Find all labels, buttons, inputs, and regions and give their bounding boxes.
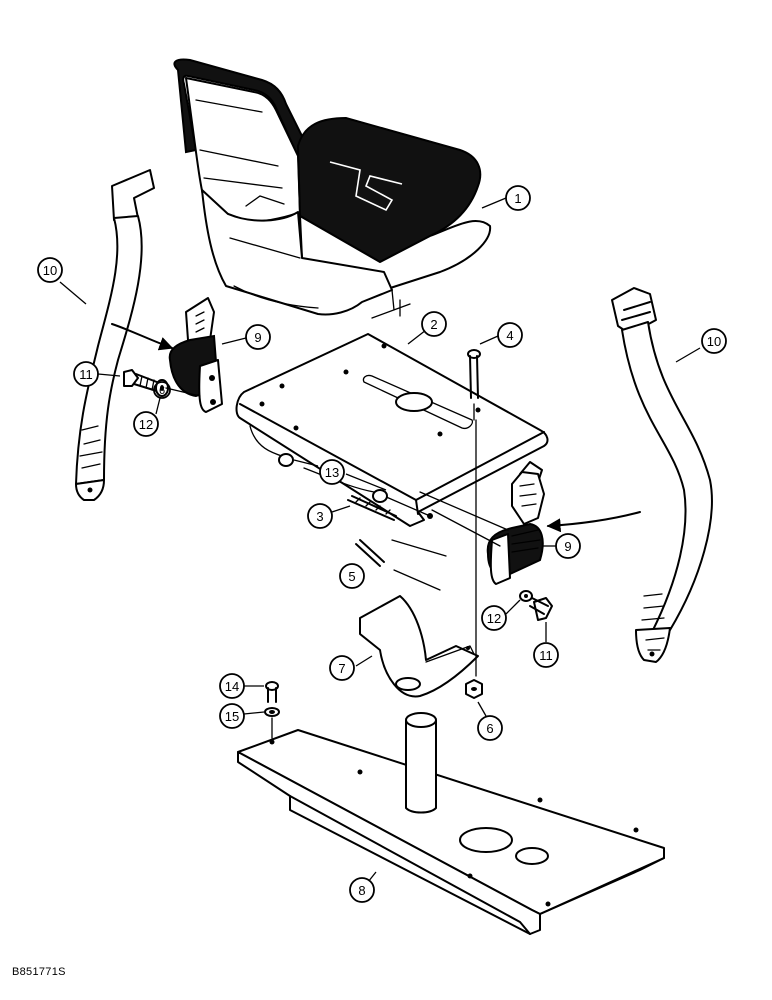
support-bracket-7	[359, 595, 479, 698]
direction-arrow-right	[546, 511, 641, 533]
seat-mounting-plate	[235, 333, 549, 527]
seat	[173, 58, 492, 319]
bolt-14	[265, 681, 279, 703]
svg-text:10: 10	[707, 334, 721, 349]
seat-belt-strap-left	[75, 169, 155, 501]
callout-1: 1	[481, 185, 531, 211]
direction-arrow-left	[111, 323, 174, 351]
callout-14: 14	[219, 673, 264, 699]
figure-code: B851771S	[12, 966, 66, 978]
svg-text:12: 12	[139, 417, 153, 432]
svg-text:2: 2	[430, 317, 437, 332]
svg-text:9: 9	[564, 539, 571, 554]
nut-6-lower	[465, 679, 483, 699]
callout-13: 13	[293, 459, 387, 491]
svg-text:11: 11	[79, 367, 93, 382]
bolt-11-left	[123, 369, 163, 393]
callout-9-left: 9	[221, 324, 271, 350]
callout-4: 4	[479, 322, 523, 348]
svg-text:7: 7	[338, 661, 345, 676]
svg-text:12: 12	[487, 611, 501, 626]
svg-text:11: 11	[539, 648, 553, 663]
callout-6-bottom: 6	[477, 701, 503, 741]
latch-9-right	[486, 471, 545, 585]
callout-11-left: 11	[73, 361, 121, 387]
callout-10-left: 10	[37, 257, 87, 305]
callout-12-left: 12	[133, 397, 161, 437]
callout-9-right: 9	[542, 533, 581, 559]
callout-8: 8	[349, 871, 377, 903]
callout-5: 5	[339, 563, 365, 589]
cable-13	[249, 425, 431, 517]
seat-belt-strap-right	[611, 287, 713, 663]
assembly-line-latch	[391, 491, 509, 557]
washer-12-right	[519, 590, 533, 602]
svg-text:15: 15	[225, 709, 239, 724]
callout-15: 15	[219, 703, 265, 729]
svg-text:6: 6	[486, 721, 493, 736]
callout-6-top: 6	[153, 381, 171, 399]
base-frame-8	[237, 712, 665, 935]
svg-text:14: 14	[225, 679, 239, 694]
svg-text:10: 10	[43, 263, 57, 278]
svg-text:1: 1	[514, 191, 521, 206]
svg-text:8: 8	[358, 883, 365, 898]
callout-7: 7	[329, 655, 373, 681]
callout-2: 2	[407, 311, 447, 345]
svg-text:9: 9	[254, 330, 261, 345]
callout-12-right: 12	[481, 599, 521, 631]
bolt-11-right	[529, 597, 553, 621]
callout-11-right: 11	[533, 622, 559, 668]
pin-5	[355, 539, 441, 591]
latch-9-left	[168, 297, 223, 413]
svg-text:5: 5	[348, 569, 355, 584]
svg-text:13: 13	[325, 465, 339, 480]
svg-text:3: 3	[316, 509, 323, 524]
svg-text:6: 6	[159, 385, 165, 397]
pin-3	[347, 495, 397, 521]
callout-3: 3	[307, 503, 351, 529]
callout-10-right: 10	[675, 328, 727, 363]
washer-15	[264, 707, 280, 739]
washer-12-left	[155, 379, 201, 397]
bolt-4	[467, 349, 481, 421]
svg-text:4: 4	[506, 328, 513, 343]
